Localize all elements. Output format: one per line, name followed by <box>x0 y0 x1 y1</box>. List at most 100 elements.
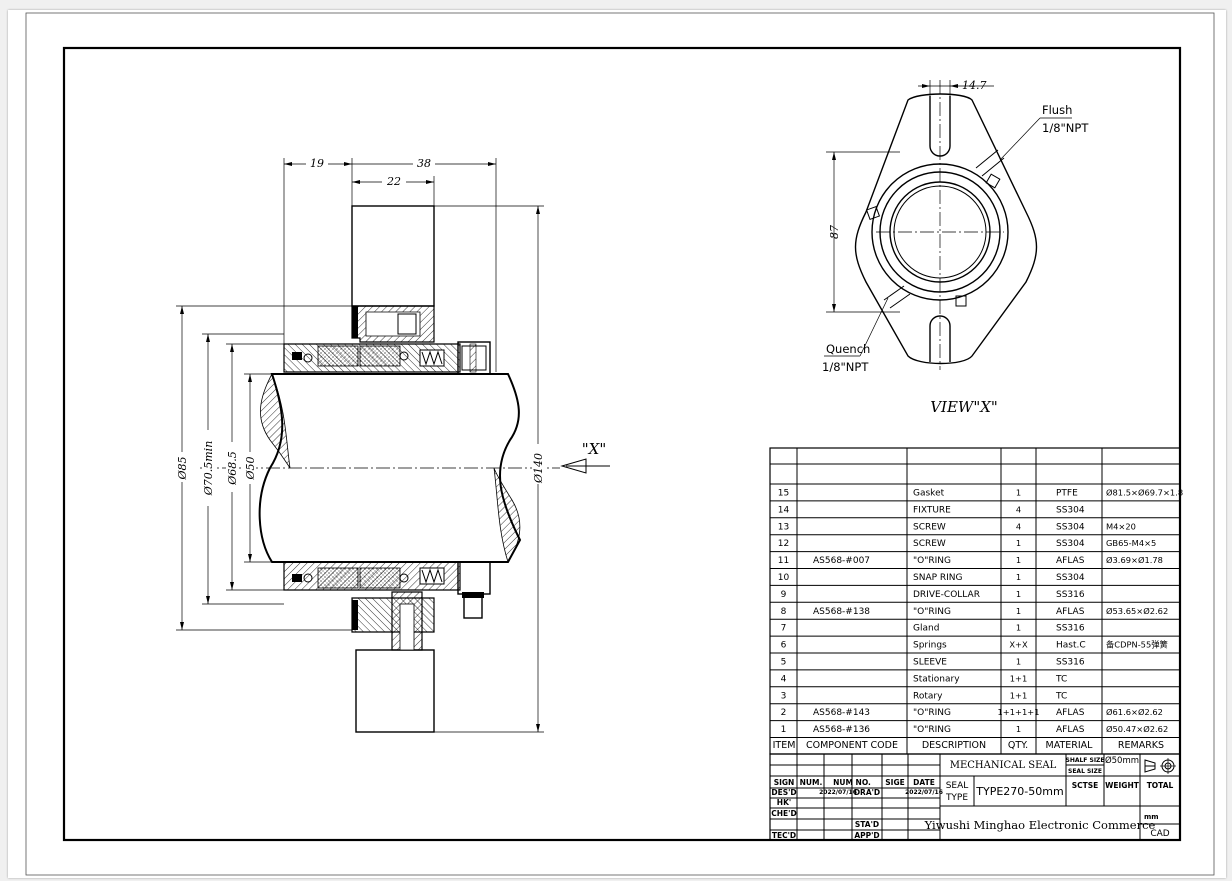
bom-cell-qty: 1 <box>1016 488 1021 498</box>
dim-14-7: 14.7 <box>962 79 987 92</box>
tb-company: Yiwushi Minghao Electronic Commerce <box>924 818 1156 832</box>
bom-cell-mat: TC <box>1055 691 1067 701</box>
bom-cell-mat: Hast.C <box>1056 641 1086 651</box>
bom-cell-code: AS568-#136 <box>813 725 870 735</box>
tb-cad: CAD <box>1150 829 1169 839</box>
bom-cell-rem: Ø81.5×Ø69.7×1.8 <box>1106 488 1183 498</box>
tb-weight: WEIGHT <box>1105 781 1140 790</box>
bom-cell-item: 5 <box>781 658 787 668</box>
bom-cell-mat: AFLAS <box>1056 607 1085 617</box>
title-block: SIGN NUM. NUM NO. SIGE DATE DES'D 2022/0… <box>769 753 1181 841</box>
view-x: 14.7 87 Flush 1/8"NPT Quench 1/8"NPT VIE… <box>822 79 1089 416</box>
bom-cell-desc: SNAP RING <box>913 573 963 583</box>
bom-cell-desc: FIXTURE <box>913 505 951 515</box>
bom-cell-rem: Ø50.47×Ø2.62 <box>1106 724 1168 734</box>
section-dimensions: 19 38 22 Ø85 Ø70.5min Ø68.5 <box>176 156 610 733</box>
bom-cell-qty: 1 <box>1016 657 1021 667</box>
tb-mech-seal: MECHANICAL SEAL <box>950 760 1057 771</box>
bom-cell-qty: 1 <box>1016 589 1021 599</box>
bom-cell-qty: 1 <box>1016 572 1021 582</box>
bom-cell-item: 1 <box>781 725 787 735</box>
bom-cell-desc: "O"RING <box>913 708 951 718</box>
bom-cell-desc: Stationary <box>913 674 960 684</box>
tb-appd: APP'D <box>854 831 879 840</box>
tb-date1: 2022/07/16 <box>819 789 857 796</box>
hdr-desc: DESCRIPTION <box>922 740 986 751</box>
dim-38: 38 <box>417 157 431 170</box>
bom-cell-code: AS568-#143 <box>813 708 870 718</box>
bom-cell-mat: AFLAS <box>1056 708 1085 718</box>
bom-header: ITEM COMPONENT CODE DESCRIPTION QTY. MAT… <box>773 740 1164 751</box>
drawing-frame <box>62 46 1182 842</box>
tb-sige: SIGE <box>885 778 904 787</box>
quench-label: Quench <box>826 342 870 356</box>
bom-cell-item: 14 <box>778 505 790 515</box>
bom-cell-qty: 1 <box>1016 724 1021 734</box>
bom-cell-item: 6 <box>781 641 787 651</box>
bom-cell-rem: Ø61.6×Ø2.62 <box>1106 707 1163 717</box>
bom-cell-mat: TC <box>1055 674 1067 684</box>
bom-cell-mat: AFLAS <box>1056 725 1085 735</box>
bom-cell-rem: 备CDPN-55弹簧 <box>1106 640 1168 650</box>
hdr-qty: QTY. <box>1008 740 1028 751</box>
bom-cell-qty: 4 <box>1016 504 1021 514</box>
dim-50: Ø50 <box>244 456 257 480</box>
bom-cell-rem: Ø3.69×Ø1.78 <box>1106 555 1163 565</box>
tb-stad: STA'D <box>855 820 879 829</box>
bom-cell-item: 11 <box>778 556 789 566</box>
bom-cell-qty: 1 <box>1016 555 1021 565</box>
bom-cell-item: 8 <box>781 607 787 617</box>
bom-cell-mat: PTFE <box>1056 489 1078 499</box>
bom-cell-qty: 4 <box>1016 521 1021 531</box>
tb-date: DATE <box>913 778 935 787</box>
tb-sign: SIGN <box>774 778 795 787</box>
bom-cell-mat: SS316 <box>1056 658 1085 668</box>
tb-hk: HK' <box>777 798 791 807</box>
tb-unit: mm <box>1144 813 1159 821</box>
tb-num: NUM. <box>800 778 823 787</box>
dim-87: 87 <box>828 225 841 239</box>
bom-cell-rem: GB65-M4×5 <box>1106 538 1156 548</box>
bom-cell-desc: Gasket <box>913 489 945 499</box>
bom-cell-mat: SS316 <box>1056 590 1085 600</box>
bom-cell-item: 9 <box>781 590 787 600</box>
bom-cell-rem: M4×20 <box>1106 521 1136 531</box>
projection-symbol-icon <box>1144 758 1176 774</box>
hdr-remarks: REMARKS <box>1118 740 1164 751</box>
tb-drad: DRA'D <box>854 788 880 797</box>
bom-cell-mat: SS304 <box>1056 573 1085 583</box>
quench-npt-label: 1/8"NPT <box>822 360 869 374</box>
dim-140: Ø140 <box>532 453 545 484</box>
bom-cell-qty: 1+1 <box>1010 690 1028 700</box>
flush-label: Flush <box>1042 103 1072 117</box>
bom-cell-rem: Ø53.65×Ø2.62 <box>1106 606 1168 616</box>
bom-cell-item: 7 <box>781 624 787 634</box>
bom-cell-desc: SCREW <box>913 539 946 549</box>
bom-cell-mat: SS304 <box>1056 522 1085 532</box>
bom-cell-item: 2 <box>781 708 787 718</box>
tb-desd: DES'D <box>771 788 796 797</box>
bom-cell-mat: AFLAS <box>1056 556 1085 566</box>
dim-68: Ø68.5 <box>226 451 239 486</box>
bom-cell-desc: "O"RING <box>913 556 951 566</box>
bom-cell-mat: SS304 <box>1056 539 1085 549</box>
bom-cell-qty: 1+1 <box>1010 673 1028 683</box>
bom-cell-desc: "O"RING <box>913 607 951 617</box>
hdr-code: COMPONENT CODE <box>806 740 898 751</box>
dim-19: 19 <box>310 157 324 170</box>
bom-cell-item: 10 <box>778 573 790 583</box>
bom-cell-mat: SS304 <box>1056 505 1085 515</box>
hdr-item: ITEM <box>773 740 796 751</box>
tb-ched: CHE'D <box>771 809 796 818</box>
bom-cell-item: 15 <box>778 489 789 499</box>
bom-cell-desc: "O"RING <box>913 725 951 735</box>
view-title: VIEW"X" <box>930 398 998 416</box>
bom-cell-desc: Rotary <box>913 691 943 701</box>
hdr-material: MATERIAL <box>1046 740 1094 751</box>
bom-cell-qty: 1 <box>1016 623 1021 633</box>
outer-border <box>25 12 1215 876</box>
bom-cell-item: 13 <box>778 522 789 532</box>
bom-cell-mat: SS316 <box>1056 624 1085 634</box>
tb-shaft-size-label: SHALF SIZE <box>1066 757 1105 764</box>
